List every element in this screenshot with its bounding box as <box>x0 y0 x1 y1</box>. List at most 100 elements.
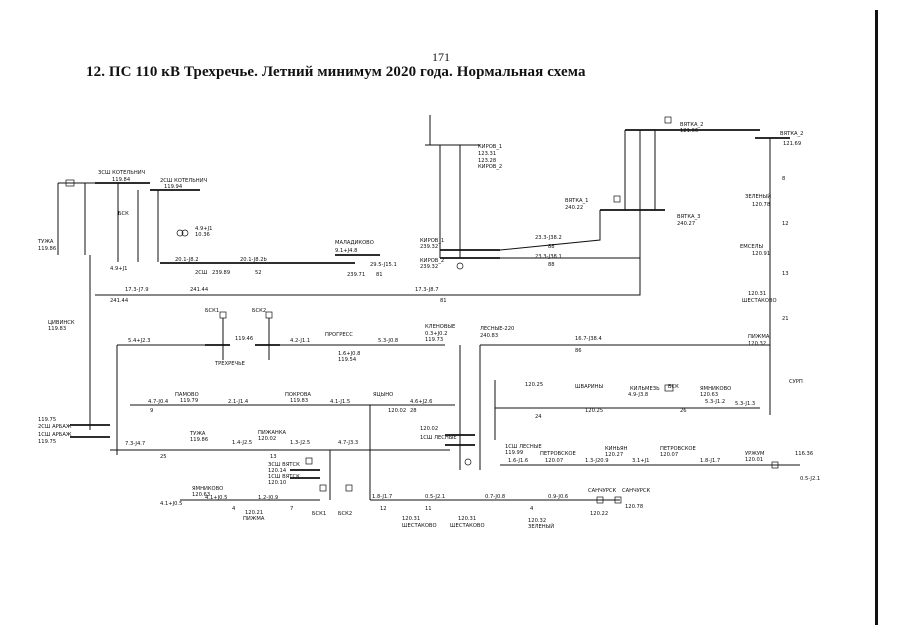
label-trehrechye: ТРЕХРЕЧЬЕ <box>214 361 245 367</box>
breaker-symbol <box>614 496 622 504</box>
diagram-label: 119.83 <box>290 398 308 404</box>
diagram-label: 119.73 <box>425 337 443 343</box>
label-kotelnich2: 2СШ КОТЕЛЬНИЧ <box>160 178 208 184</box>
diagram-label: 241.44 <box>190 287 209 293</box>
page-title: 12. ПС 110 кВ Трехречье. Летний минимум … <box>86 64 586 80</box>
label-bsk-top: БСК <box>118 211 129 217</box>
diagram-label: 120.31 <box>402 516 420 522</box>
diagram-label: 23.3-J38.1 <box>535 254 562 260</box>
diagram-label: 120.91 <box>752 251 770 257</box>
breaker-symbol <box>664 116 672 124</box>
diagram-label: ЛЕСНЫЕ-220 <box>480 326 514 332</box>
diagram-label: 123.31 <box>478 151 496 157</box>
diagram-label: 4 <box>232 506 236 512</box>
diagram-label: 5.4+J2.3 <box>128 338 150 344</box>
diagram-label: 120.07 <box>545 458 563 464</box>
diagram-label: 52 <box>255 270 262 276</box>
diagram-label: ПОКРОВА <box>285 392 311 398</box>
label-kotelnich3: ЗСШ КОТЕЛЬНИЧ <box>98 170 146 176</box>
diagram-label: ЯМНИКОВО <box>192 486 223 492</box>
diagram-label: УРЖУМ <box>745 451 765 457</box>
diagram-label: 1.6-J1.6 <box>508 458 528 464</box>
label-trehrechye-v: 119.46 <box>235 336 253 342</box>
diagram-label: 23.3-J38.2 <box>535 235 562 241</box>
diagram-label: 120.02 <box>388 408 406 414</box>
diagram-label: 5.3-J1.3 <box>735 401 755 407</box>
diagram-label: САНЧУРСК <box>622 488 651 494</box>
diagram-label: 13 <box>782 271 789 277</box>
diagram-label: 4.1+J0.5 <box>205 495 227 501</box>
diagram-label: 119.83 <box>48 326 66 332</box>
diagram-label: 121.66 <box>680 128 698 134</box>
label-kotelnich3-v: 119.84 <box>112 177 131 183</box>
page-number: 171 <box>432 50 450 64</box>
diagram-label: 120.22 <box>590 511 608 517</box>
diagram-label: 1.6+J0.8 <box>338 351 360 357</box>
diagram-label: БСК <box>668 384 679 390</box>
diagram-label: 1.3-J2.5 <box>290 440 310 446</box>
diagram-label: 120.32 <box>748 341 766 347</box>
breaker-symbol <box>664 384 674 392</box>
diagram-label: ПАМОВО <box>175 392 199 398</box>
diagram-label: БСК2 <box>252 308 266 314</box>
diagram-label: 239.71 <box>347 272 365 278</box>
diagram-label: 0.5-J2.1 <box>425 494 445 500</box>
diagram-label: 20.1-J8.2b <box>240 257 267 263</box>
diagram-label: ЦИВИНСК <box>48 320 75 326</box>
diagram-label: 12 <box>380 506 387 512</box>
transformer-symbol <box>456 262 464 270</box>
diagram-label: 120.78 <box>625 504 643 510</box>
diagram-label: ЯЦЫНО <box>373 392 393 398</box>
diagram-label: ПЕТРОВСКОЕ <box>660 446 696 452</box>
diagram-label: 26 <box>680 408 687 414</box>
diagram-label: 5.3-J0.8 <box>378 338 398 344</box>
label-vyatka1: ВЯТКА_1 <box>565 198 588 204</box>
diagram-label: 29.5-J15.1 <box>370 262 397 268</box>
diagram-label: ЗЕЛЕНЫЙ <box>528 523 554 530</box>
diagram-label: 7 <box>290 506 293 512</box>
diagram-label: 120.32 <box>528 518 546 524</box>
diagram-label: 120.02 <box>258 436 276 442</box>
diagram-label: 88 <box>548 262 555 268</box>
diagram-label: 1СШ ВЯТСК <box>268 474 300 480</box>
diagram-label: 120.14 <box>268 468 287 474</box>
diagram-label: 240.22 <box>565 205 583 211</box>
diagram-label: 120.31 <box>458 516 476 522</box>
diagram-label: 241.44 <box>110 298 129 304</box>
diagram-label: 116.36 <box>795 451 813 457</box>
diagram-label: 13 <box>270 454 277 460</box>
diagram-label: КИРОВ_2 <box>420 258 444 264</box>
diagram-label: 1.2-J0.9 <box>258 495 278 501</box>
diagram-label: 4 <box>530 506 534 512</box>
diagram-label: ЗСШ ВЯТСК <box>268 462 300 468</box>
diagram-label: 5.3-J1.2 <box>705 399 725 405</box>
diagram-label: ПЕТРОВСКОЕ <box>540 451 576 457</box>
diagram-label: 240.83 <box>480 333 498 339</box>
diagram-label: 1.8-J1.7 <box>700 458 720 464</box>
line-segment <box>95 130 641 296</box>
diagram-label: ПИЖАНКА <box>258 430 287 436</box>
diagram-label: КИНЬЯН <box>605 446 628 452</box>
diagram-label: 119.54 <box>338 357 357 363</box>
label-maladikovo: МАЛАДИКОВО <box>335 240 374 246</box>
diagram-label: 120.02 <box>420 426 438 432</box>
label-kirov2: КИРОВ_2 <box>478 164 502 170</box>
diagram-label: 12 <box>782 221 789 227</box>
diagram-label: 120.07 <box>660 452 678 458</box>
diagram-label: ПИЖМА <box>748 334 770 340</box>
label-progress: ПРОГРЕСС <box>325 332 353 338</box>
diagram-label: 9.1+J4.8 <box>335 248 357 254</box>
diagram-label: 28 <box>410 408 417 414</box>
diagram-label: 4.6+J2.6 <box>410 399 432 405</box>
diagram-label: 120.27 <box>605 452 623 458</box>
diagram-label: 3.1+J1 <box>632 458 649 464</box>
label-kotelnich2-v: 119.94 <box>164 184 183 190</box>
diagram-label: 0.3+J0.2 <box>425 331 447 337</box>
diagram-label: 2.1-J1.4 <box>228 399 249 405</box>
diagram-label: ЯМНИКОВО <box>700 386 731 392</box>
diagram-label: 0.9-J0.6 <box>548 494 568 500</box>
diagram-label: БСК1 <box>312 511 326 517</box>
diagram-label: 4.7-J3.3 <box>338 440 358 446</box>
diagram-label: 81 <box>440 298 447 304</box>
